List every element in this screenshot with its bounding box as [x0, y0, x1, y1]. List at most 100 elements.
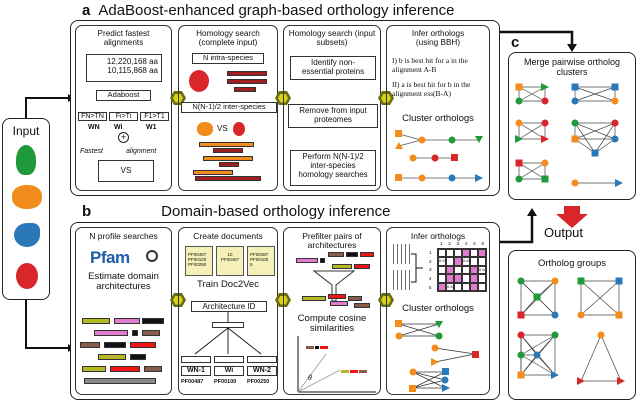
ortholog-node: [615, 311, 623, 319]
domain-bar: [142, 330, 160, 336]
domain-bar: [346, 252, 358, 257]
ortholog-node: [515, 83, 523, 91]
pf-id: PF00487: [181, 379, 204, 385]
cosine-plot: [297, 336, 376, 393]
matrix-thumbnail: [390, 270, 410, 290]
domain-bar: [80, 342, 100, 348]
domain-bar: [354, 264, 370, 269]
input-label: Input: [12, 124, 40, 138]
inter-box: N(N-1)/2 inter-species: [181, 102, 277, 113]
architecture-id-box: Architecture ID: [191, 301, 267, 312]
ortholog-node: [611, 119, 619, 127]
domain-bar: [348, 296, 362, 301]
domain-bar: [114, 318, 140, 324]
profile-title: N profile searches: [89, 231, 158, 241]
infer-bbh-title: Infer orthologs (using BBH): [411, 29, 465, 48]
ortholog-node: [515, 119, 523, 127]
ortholog-node: [517, 371, 525, 379]
input-panel: Input: [2, 118, 50, 300]
identify-step: Identify non-essential proteins: [290, 56, 376, 80]
ortholog-node: [611, 83, 619, 91]
section-a-panel: Predict fastest alignments 12,220,168 aa…: [70, 20, 500, 196]
fastest-pair-box: VS: [98, 160, 154, 182]
intra-box: N intra-species: [192, 53, 264, 64]
pfam-logo: Pfam: [90, 248, 130, 267]
cluster-orthologs-label: Cluster orthologs: [402, 113, 474, 124]
domain-bar: [330, 301, 348, 306]
ortholog-graphs: [395, 320, 479, 392]
ortholog-edge: [520, 354, 556, 376]
ortholog-chains: [395, 130, 483, 182]
domain-bar: [110, 366, 140, 372]
section-c-letter: c: [511, 34, 520, 51]
weight-n: WN: [88, 124, 100, 131]
ortholog-edge: [594, 122, 616, 154]
domain-bar: [328, 252, 344, 257]
ortholog-edge: [520, 334, 538, 356]
alignment-bar: [234, 87, 256, 92]
remove-step: Remove from input proteomes: [288, 104, 378, 128]
domain-bar: [82, 366, 106, 372]
infer-domain-title: Infer orthologs: [410, 231, 466, 241]
ortholog-edge: [580, 280, 620, 316]
feature-i: Fi>Ti: [109, 112, 138, 121]
alignment-bar: [227, 79, 267, 84]
perform-step: Perform N(N-1)/2 inter-species homology …: [290, 150, 376, 186]
domain-bar: [332, 264, 352, 269]
predict-title: Predict fastest alignments: [97, 29, 150, 48]
output-vector: [181, 356, 211, 363]
ortholog-node: [517, 277, 525, 285]
ortholog-node: [577, 277, 585, 285]
domain-bar: [82, 318, 110, 324]
alignment-bar: [199, 142, 254, 147]
feature-n: FN>TN: [78, 112, 107, 121]
ortholog-node: [611, 97, 619, 105]
output-vector: [214, 356, 244, 363]
ortholog-node: [515, 159, 523, 167]
ortholog-edge: [536, 334, 556, 356]
sheep-icon: [197, 122, 213, 136]
ortholog-node: [517, 351, 525, 359]
sum-node: +: [118, 132, 129, 143]
bbh-rule-2: II) a is best hit for b in the alignment…: [392, 80, 471, 98]
alignment-bar: [203, 156, 253, 161]
domain-bar: [84, 378, 156, 384]
ortholog-groups-title: Ortholog groups: [537, 258, 607, 269]
homology-subsets-panel: Homology search (input subsets) Identify…: [283, 25, 381, 191]
domain-bar: [144, 366, 162, 372]
ortholog-node: [571, 179, 579, 187]
ortholog-edge: [574, 86, 616, 102]
ortholog-node: [611, 135, 619, 143]
estimate-label: Estimate domain architectures: [88, 271, 159, 293]
ortholog-node: [551, 331, 559, 339]
bird-icon: [14, 223, 40, 247]
domain-bar: [354, 303, 370, 308]
bee-icon: [16, 263, 38, 289]
homology-complete-title: Homology search (complete input): [196, 29, 260, 48]
fastest-label: Fastest: [80, 148, 103, 155]
group-graphs: [517, 277, 625, 385]
merge-panel: Merge pairwise ortholog clusters: [508, 52, 636, 200]
domain-bar: [130, 342, 156, 348]
domain-bar: [130, 354, 146, 360]
ortholog-node: [617, 377, 625, 385]
hidden-layer: [212, 322, 244, 328]
ortholog-edge: [518, 162, 546, 180]
magnifier-icon: [146, 250, 158, 262]
section-b-panel: N profile searches Pfam Estimate domain …: [70, 222, 500, 400]
ortholog-node: [517, 311, 525, 319]
ortholog-node: [571, 83, 579, 91]
domain-bar: [104, 342, 126, 348]
ortholog-node: [571, 135, 579, 143]
ortholog-edge: [580, 334, 602, 382]
domain-bar: [328, 294, 346, 299]
ortholog-edge: [520, 334, 556, 356]
size-bird: 10,115,868 aa: [107, 66, 158, 76]
adaboost-box: Adaboost: [96, 90, 151, 101]
